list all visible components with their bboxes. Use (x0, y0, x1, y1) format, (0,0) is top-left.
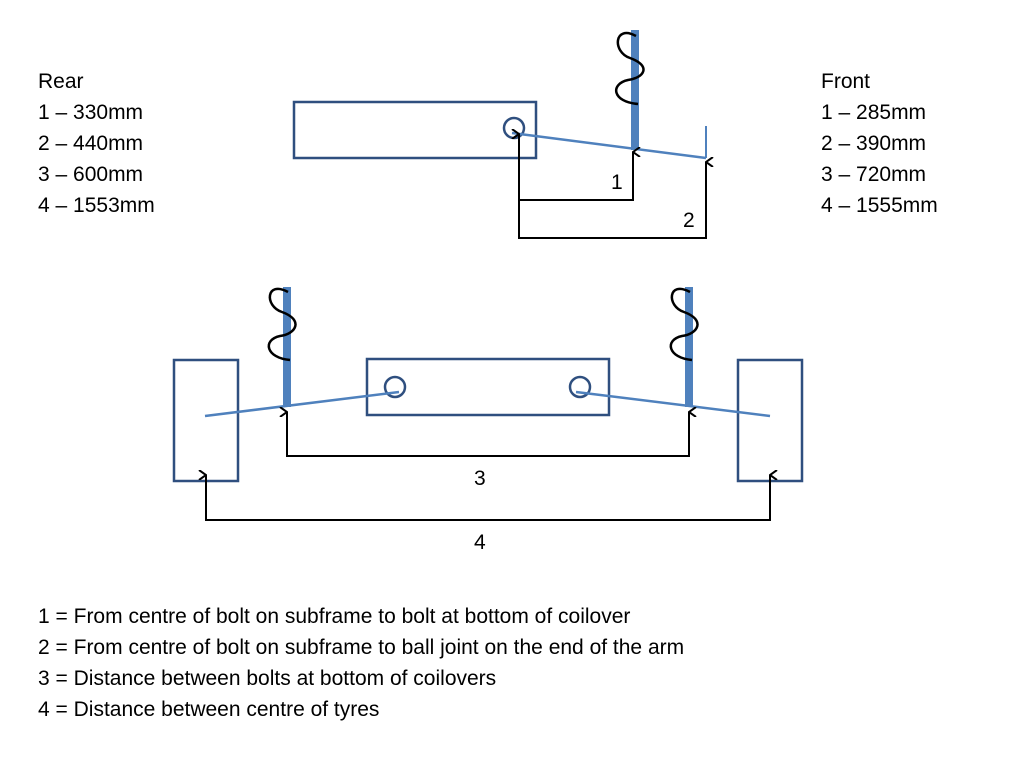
front-row-4: 4 – 1555mm (821, 194, 938, 217)
subframe-side (292, 100, 538, 160)
rear-row-2: 2 – 440mm (38, 132, 144, 155)
coilover-left (283, 287, 291, 407)
dimension-label-2: 2 (683, 209, 695, 232)
subframe-bolt-left (383, 375, 407, 399)
tyre-left (172, 358, 240, 483)
legend-item-4: 4 = Distance between centre of tyres (38, 698, 380, 721)
front-view: 3 4 (172, 287, 804, 554)
front-row-3: 3 – 720mm (821, 163, 927, 186)
side-view: 1 2 (292, 30, 707, 239)
legend-item-1: 1 = From centre of bolt on subframe to b… (38, 605, 631, 628)
front-row-1: 1 – 285mm (821, 101, 927, 124)
dimension-legend: 1 = From centre of bolt on subframe to b… (38, 601, 684, 725)
front-row-2: 2 – 390mm (821, 132, 927, 155)
lower-arm-side (511, 131, 707, 160)
rear-row-1: 1 – 330mm (38, 101, 144, 124)
dimension-line-2 (518, 162, 706, 239)
spring-left (267, 287, 297, 362)
spring-right (669, 287, 699, 362)
rear-row-3: 3 – 600mm (38, 163, 144, 186)
lower-arm-right (575, 390, 771, 418)
front-measurements: Front 1 – 285mm 2 – 390mm 3 – 720mm 4 – … (821, 66, 938, 221)
front-heading: Front (821, 70, 871, 93)
tyre-right (736, 358, 804, 483)
subframe-front (365, 357, 611, 417)
coilover-right (685, 287, 693, 407)
rear-row-4: 4 – 1553mm (38, 194, 155, 217)
coilover-side (631, 30, 639, 150)
dimension-line-3 (287, 412, 689, 457)
dimension-line-1 (519, 134, 633, 201)
rear-heading: Rear (38, 70, 84, 93)
rear-measurements: Rear 1 – 330mm 2 – 440mm 3 – 600mm 4 – 1… (38, 66, 155, 221)
dimension-label-4: 4 (474, 531, 486, 554)
spring-side (615, 31, 645, 106)
lower-arm-left (204, 390, 400, 418)
dimension-label-1: 1 (611, 171, 623, 194)
legend-item-2: 2 = From centre of bolt on subframe to b… (38, 636, 685, 659)
legend-item-3: 3 = Distance between bolts at bottom of … (38, 667, 497, 690)
subframe-bolt-right (568, 375, 592, 399)
dimension-line-4 (206, 475, 770, 521)
dimension-label-3: 3 (474, 467, 486, 490)
